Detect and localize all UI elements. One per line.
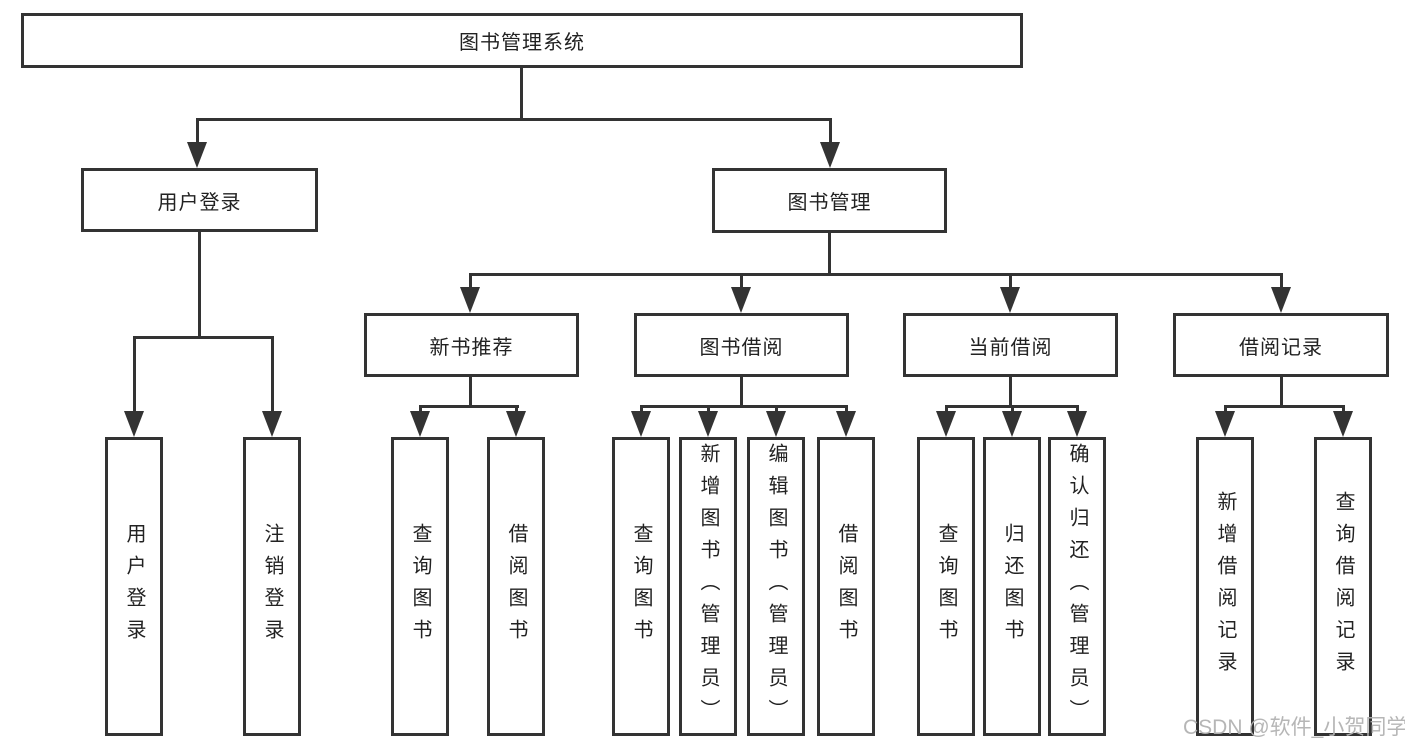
leaf-br-query-record: 查询借阅记录: [1314, 437, 1372, 736]
arrowhead-down-icon: [1215, 411, 1235, 437]
arrowhead-down-icon: [410, 411, 430, 437]
node-current-borrowing: 当前借阅: [903, 313, 1118, 377]
arrowhead-down-icon: [936, 411, 956, 437]
arrowhead-down-icon: [836, 411, 856, 437]
leaf-label: 查询图书: [935, 522, 957, 651]
connector-arrow-stem: [740, 273, 743, 289]
csdn-watermark: CSDN @软件_小贺同学: [1183, 716, 1405, 739]
connector-arrow-stem: [829, 118, 832, 144]
arrowhead-down-icon: [460, 287, 480, 313]
node-label: 借阅记录: [1239, 336, 1323, 359]
connector-arrow-stem: [271, 336, 274, 413]
node-borrow-records: 借阅记录: [1173, 313, 1389, 377]
connector-user-login-branch: [133, 336, 274, 339]
connector-arrow-stem: [469, 273, 472, 289]
connector-arrow-stem: [775, 405, 778, 413]
leaf-label: 查询借阅记录: [1332, 490, 1354, 683]
arrowhead-down-icon: [731, 287, 751, 313]
leaf-user-login: 用户登录: [105, 437, 163, 736]
arrowhead-down-icon: [262, 411, 282, 437]
connector-arrow-stem: [1224, 405, 1227, 413]
node-label: 图书管理: [787, 192, 872, 214]
leaf-label: 注销登录: [261, 522, 283, 651]
arrowhead-down-icon: [124, 411, 144, 437]
node-library-management-system: 图书管理系统: [21, 13, 1023, 68]
connector-arrow-stem: [1280, 273, 1283, 289]
connector-nbr-drop: [469, 375, 472, 407]
connector-book-mgmt-branch: [469, 273, 1283, 276]
node-label: 图书管理系统: [459, 32, 585, 54]
connector-root-branch: [196, 118, 832, 121]
connector-arrow-stem: [1076, 405, 1079, 413]
connector-arrow-stem: [707, 405, 710, 413]
node-new-book-recommend: 新书推荐: [364, 313, 579, 377]
arrowhead-down-icon: [187, 142, 207, 168]
connector-book-mgmt-drop: [828, 231, 831, 275]
connector-arrow-stem: [1009, 273, 1012, 289]
arrowhead-down-icon: [698, 411, 718, 437]
connector-arrow-stem: [845, 405, 848, 413]
arrowhead-down-icon: [1333, 411, 1353, 437]
connector-cb-drop: [1009, 375, 1012, 407]
connector-arrow-stem: [515, 405, 518, 413]
leaf-cb-confirm-return-admin: 确认归还（管理员）: [1048, 437, 1106, 736]
node-book-borrowing: 图书借阅: [634, 313, 849, 377]
connector-arrow-stem: [419, 405, 422, 413]
leaf-nbr-query-books: 查询图书: [391, 437, 449, 736]
leaf-label: 查询图书: [630, 522, 652, 651]
arrowhead-down-icon: [820, 142, 840, 168]
leaf-cb-query-books: 查询图书: [917, 437, 975, 736]
node-label: 新书推荐: [429, 336, 514, 359]
leaf-label: 确认归还（管理员）: [1066, 442, 1088, 731]
leaf-label: 归还图书: [1001, 522, 1023, 651]
connector-arrow-stem: [640, 405, 643, 413]
arrowhead-down-icon: [506, 411, 526, 437]
connector-bb-branch: [640, 405, 848, 408]
connector-br-drop: [1280, 375, 1283, 407]
leaf-label: 借阅图书: [505, 522, 527, 651]
leaf-br-add-record: 新增借阅记录: [1196, 437, 1254, 736]
arrowhead-down-icon: [1002, 411, 1022, 437]
leaf-bb-borrow-books: 借阅图书: [817, 437, 875, 736]
leaf-label: 新增借阅记录: [1214, 490, 1236, 683]
node-book-management: 图书管理: [712, 168, 947, 233]
leaf-label: 新增图书（管理员）: [697, 442, 719, 731]
leaf-nbr-borrow-books: 借阅图书: [487, 437, 545, 736]
node-label: 用户登录: [157, 191, 242, 214]
arrowhead-down-icon: [1067, 411, 1087, 437]
leaf-bb-query-books: 查询图书: [612, 437, 670, 736]
connector-br-branch: [1224, 405, 1345, 408]
leaf-label: 用户登录: [123, 522, 145, 651]
leaf-bb-add-books-admin: 新增图书（管理员）: [679, 437, 737, 736]
leaf-bb-edit-books-admin: 编辑图书（管理员）: [747, 437, 805, 736]
arrowhead-down-icon: [631, 411, 651, 437]
connector-arrow-stem: [1342, 405, 1345, 413]
connector-arrow-stem: [945, 405, 948, 413]
leaf-label: 编辑图书（管理员）: [765, 442, 787, 731]
connector-arrow-stem: [133, 336, 136, 413]
leaf-cb-return-books: 归还图书: [983, 437, 1041, 736]
leaf-label: 查询图书: [409, 522, 431, 651]
leaf-logout: 注销登录: [243, 437, 301, 736]
leaf-label: 借阅图书: [835, 522, 857, 651]
node-label: 当前借阅: [968, 336, 1053, 359]
arrowhead-down-icon: [1000, 287, 1020, 313]
connector-user-login-drop: [198, 229, 201, 336]
connector-nbr-branch: [419, 405, 519, 408]
connector-arrow-stem: [196, 118, 199, 144]
connector-arrow-stem: [1011, 405, 1014, 413]
node-label: 图书借阅: [699, 336, 784, 359]
connector-root-drop: [520, 66, 523, 120]
node-user-login: 用户登录: [81, 168, 318, 232]
arrowhead-down-icon: [1271, 287, 1291, 313]
arrowhead-down-icon: [766, 411, 786, 437]
connector-bb-drop: [740, 375, 743, 407]
